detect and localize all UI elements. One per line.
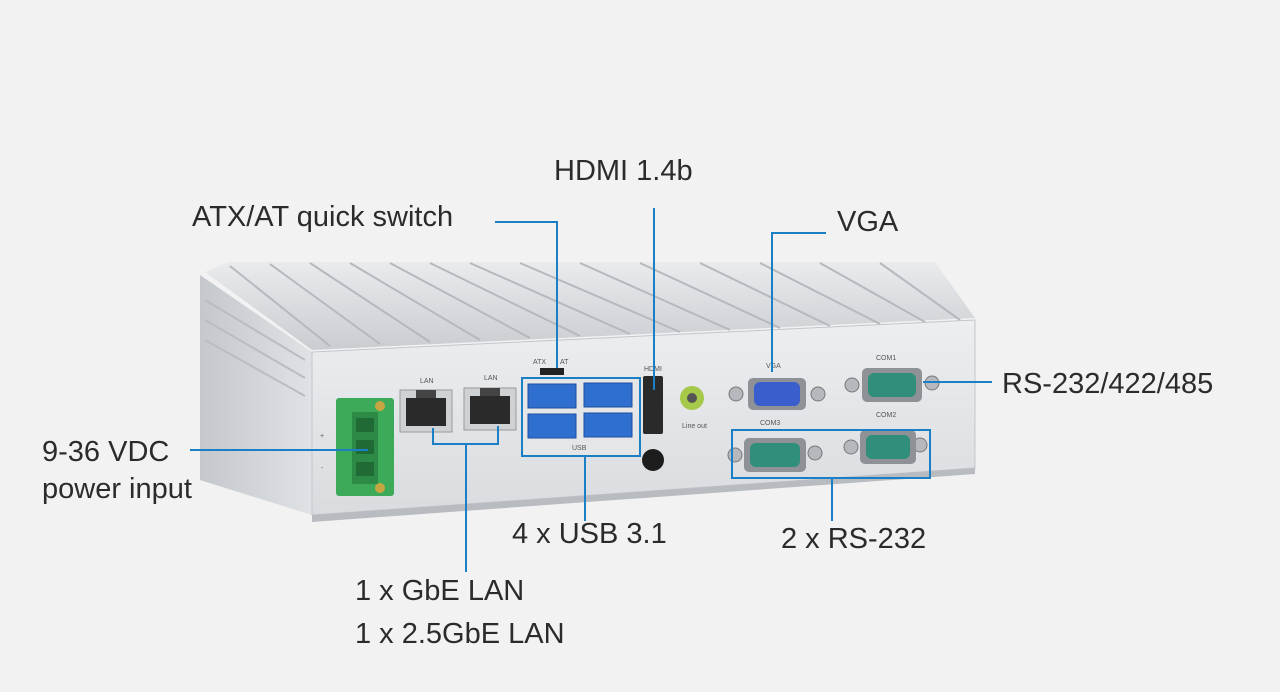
usb-label: USB bbox=[572, 445, 587, 452]
heatsink-top bbox=[205, 262, 975, 350]
lan1-label: LAN bbox=[420, 378, 434, 385]
hdmi-port: HDMI bbox=[642, 366, 664, 471]
atx-at-switch: ATX AT bbox=[533, 359, 569, 375]
power-callout-line1: 9-36 VDC bbox=[42, 436, 170, 468]
usb-leader-line bbox=[521, 377, 641, 521]
power-callout-line2: power input bbox=[42, 473, 192, 505]
rs232-leader-line bbox=[731, 429, 931, 521]
vga-port: VGA bbox=[728, 363, 826, 410]
line-out-jack: Line out bbox=[680, 386, 707, 430]
com2-port: COM2 bbox=[843, 412, 928, 464]
lan-port-1: LAN bbox=[399, 378, 453, 433]
power-terminal-block: + - bbox=[320, 398, 394, 496]
lan-leader-line bbox=[432, 426, 499, 572]
hdmi-label: HDMI bbox=[644, 366, 662, 373]
side-fins bbox=[204, 299, 306, 397]
line-out-label: Line out bbox=[682, 423, 707, 430]
atx-label: ATX bbox=[533, 359, 546, 366]
rs232-422-485-callout: RS-232/422/485 bbox=[1002, 368, 1214, 400]
vga-label: VGA bbox=[766, 363, 781, 370]
com3-port: COM3 bbox=[727, 420, 823, 472]
com2-label: COM2 bbox=[876, 412, 896, 419]
com1-port: COM1 bbox=[844, 355, 940, 402]
lan-callout-line2: 1 x 2.5GbE LAN bbox=[355, 618, 565, 650]
usb-ports: USB bbox=[521, 377, 641, 457]
vga-leader-line bbox=[771, 232, 826, 372]
com1-label: COM1 bbox=[876, 355, 896, 362]
chassis-bottom-edge bbox=[312, 468, 975, 522]
atx-leader-line bbox=[495, 221, 558, 368]
com3-label: COM3 bbox=[760, 420, 780, 427]
rs232-callout: 2 x RS-232 bbox=[781, 523, 927, 555]
vga-callout: VGA bbox=[837, 206, 899, 238]
chassis-side bbox=[200, 275, 312, 515]
atx-callout: ATX/AT quick switch bbox=[192, 201, 454, 233]
plus-label: + bbox=[320, 433, 324, 440]
minus-label: - bbox=[321, 465, 324, 472]
lan2-label: LAN bbox=[484, 375, 498, 382]
lan-port-2: LAN bbox=[463, 375, 517, 431]
hdmi-callout: HDMI 1.4b bbox=[554, 155, 693, 187]
at-label: AT bbox=[560, 359, 569, 366]
usb-callout: 4 x USB 3.1 bbox=[512, 518, 667, 550]
lan-callout-line1: 1 x GbE LAN bbox=[355, 575, 525, 607]
